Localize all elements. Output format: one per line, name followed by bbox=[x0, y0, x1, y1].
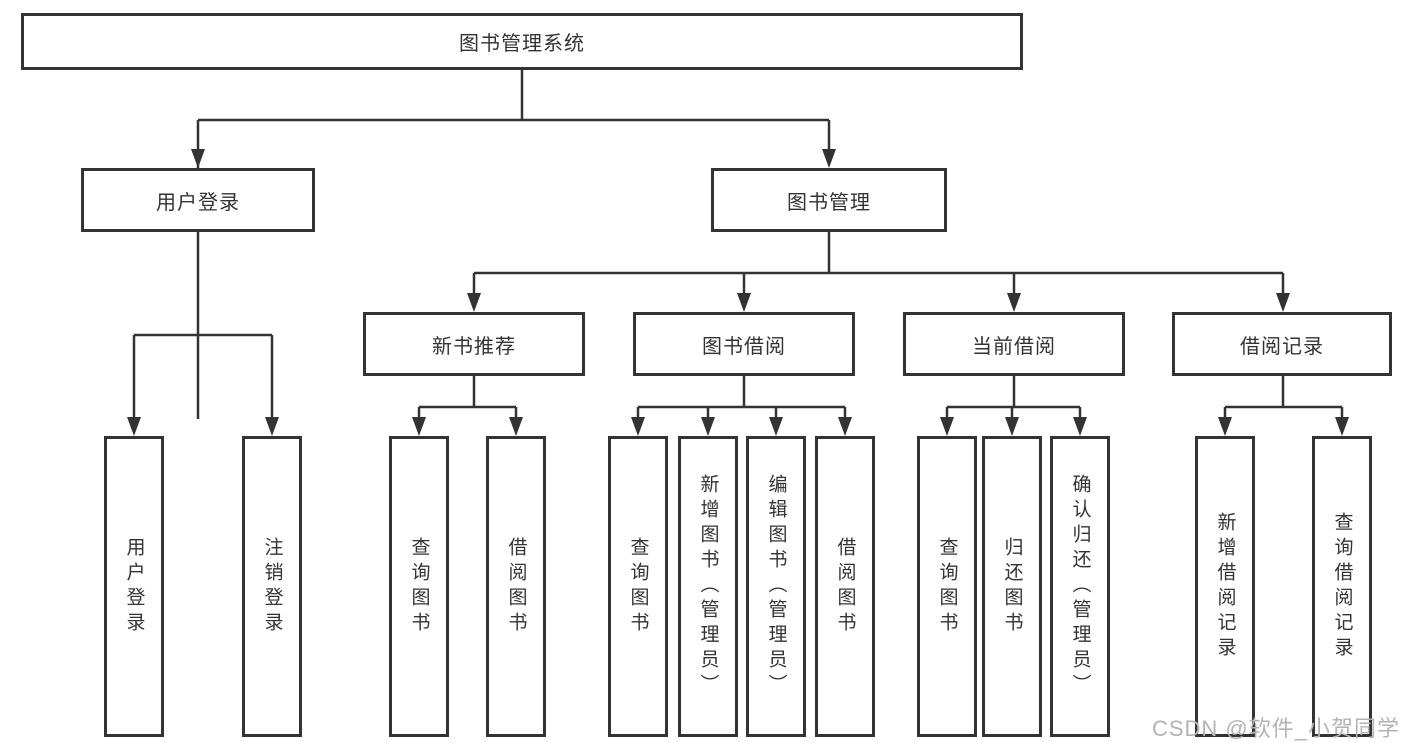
node-leaf-add-borrow-record: 新增借阅记录 bbox=[1195, 436, 1255, 737]
node-leaf-query-books-borrow: 查询图书 bbox=[608, 436, 668, 737]
node-book-borrowing: 图书借阅 bbox=[633, 312, 855, 376]
node-leaf-borrow-books-recommend: 借阅图书 bbox=[486, 436, 546, 737]
node-leaf-borrow-books: 借阅图书 bbox=[815, 436, 875, 737]
node-new-book-recommendation: 新书推荐 bbox=[363, 312, 585, 376]
node-borrowing-records: 借阅记录 bbox=[1172, 312, 1392, 376]
node-leaf-query-borrow-record: 查询借阅记录 bbox=[1312, 436, 1372, 737]
node-user-login: 用户登录 bbox=[81, 168, 315, 232]
node-leaf-logout: 注销登录 bbox=[242, 436, 302, 737]
node-leaf-query-books-recommend: 查询图书 bbox=[389, 436, 449, 737]
node-current-borrowing: 当前借阅 bbox=[903, 312, 1125, 376]
node-library-management-system: 图书管理系统 bbox=[21, 13, 1023, 70]
node-leaf-edit-books-admin: 编辑图书（管理员） bbox=[746, 436, 806, 737]
node-leaf-user-login: 用户登录 bbox=[104, 436, 164, 737]
csdn-watermark: CSDN @软件_小贺同学 bbox=[1151, 716, 1400, 741]
node-leaf-confirm-return-admin: 确认归还（管理员） bbox=[1050, 436, 1110, 737]
node-book-management: 图书管理 bbox=[711, 168, 947, 232]
node-leaf-return-books: 归还图书 bbox=[982, 436, 1042, 737]
node-leaf-add-books-admin: 新增图书（管理员） bbox=[678, 436, 738, 737]
node-leaf-query-books-current: 查询图书 bbox=[917, 436, 977, 737]
